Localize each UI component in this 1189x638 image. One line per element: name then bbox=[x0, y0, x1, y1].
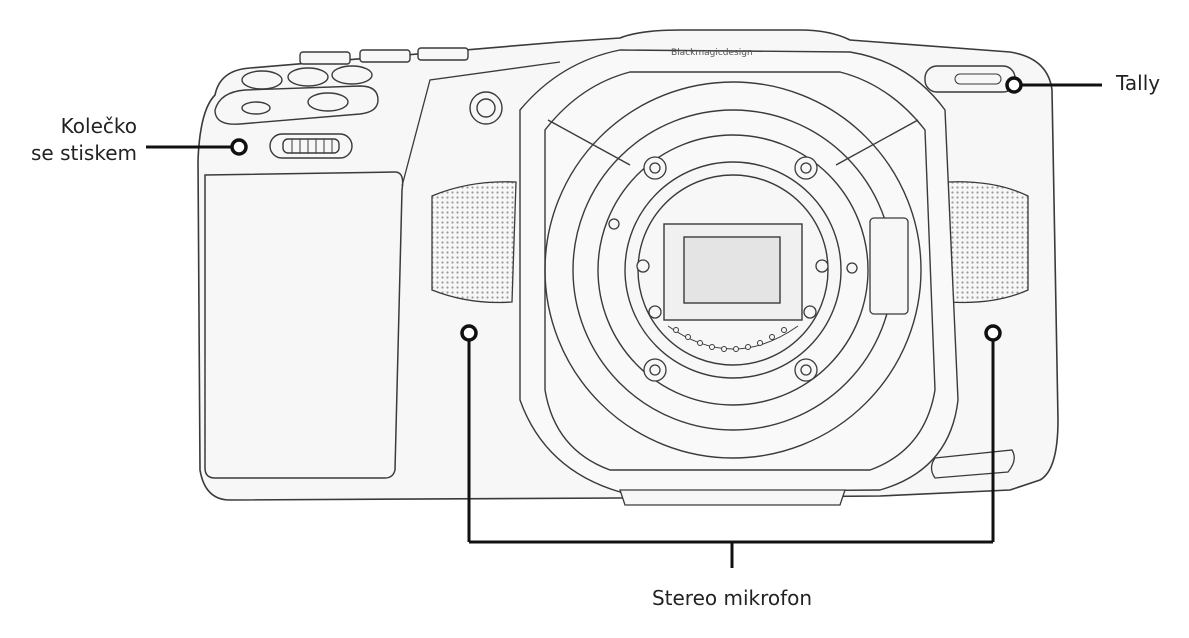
image-sensor bbox=[663, 223, 803, 321]
wheel-label-line1: Kolečko bbox=[60, 114, 137, 138]
right-microphone-grille bbox=[947, 181, 1029, 304]
left-microphone-grille bbox=[431, 181, 517, 304]
right-mic-marker bbox=[984, 324, 1002, 342]
wheel-marker bbox=[230, 138, 248, 156]
callout-label-tally: Tally bbox=[1116, 71, 1161, 95]
callout-label-stereo-mic: Stereo mikrofon bbox=[651, 586, 813, 610]
grip-panel bbox=[401, 61, 561, 187]
top-buttons bbox=[214, 47, 469, 125]
mount-screws bbox=[608, 156, 858, 382]
front-button bbox=[469, 91, 503, 125]
lens-release-button bbox=[869, 217, 909, 315]
lens-contacts bbox=[667, 325, 799, 352]
bottom-plate bbox=[619, 489, 846, 506]
wheel-label-line2: se stiskem bbox=[31, 141, 137, 165]
scroll-wheel bbox=[269, 133, 353, 159]
left-mic-marker bbox=[460, 324, 478, 342]
brand-logo-text: Blackmagicdesign bbox=[671, 48, 753, 58]
callout-markers bbox=[230, 76, 1023, 342]
hand-grip bbox=[204, 171, 404, 479]
callout-lines bbox=[146, 83, 1102, 568]
callout-label-wheel: Kolečko se stiskem bbox=[31, 113, 137, 167]
tally-marker bbox=[1005, 76, 1023, 94]
